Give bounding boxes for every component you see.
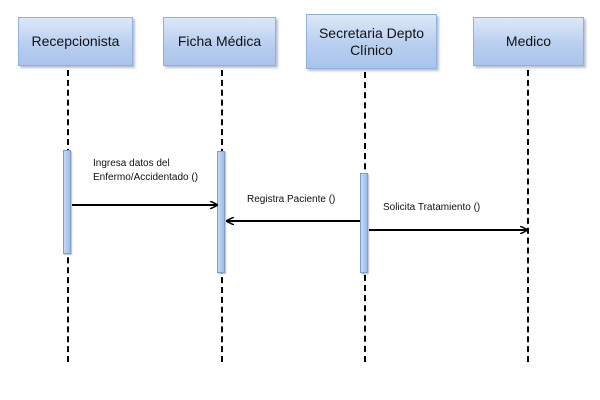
message-solicita-label: Solicita Tratamiento ()	[383, 202, 481, 213]
message-registra-label: Registra Paciente ()	[247, 194, 336, 205]
message-registra-paciente: Registra Paciente ()	[247, 193, 335, 207]
participant-recepcionista-label: Recepcionista	[31, 33, 120, 49]
message-solicita-tratamiento: Solicita Tratamiento ()	[383, 201, 480, 215]
participant-secretaria: Secretaria Depto Clínico	[306, 14, 437, 69]
participant-ficha-medica-label: Ficha Médica	[177, 33, 262, 49]
message-ingresa-line1: Ingresa datos del	[93, 158, 170, 169]
participant-recepcionista: Recepcionista	[18, 17, 133, 66]
participant-ficha-medica: Ficha Médica	[163, 17, 276, 66]
activation-ficha-medica	[217, 151, 225, 273]
message-ingresa-line2: Enfermo/Accidentado ()	[93, 172, 199, 183]
participant-secretaria-label: Secretaria Depto Clínico	[318, 24, 425, 58]
activation-recepcionista	[63, 150, 71, 254]
lifeline-medico	[527, 70, 529, 362]
message-ingresa-datos: Ingresa datos del Enfermo/Accidentado ()	[93, 157, 198, 185]
participant-medico-label: Medico	[505, 33, 552, 49]
activation-secretaria	[360, 173, 368, 273]
participant-medico: Medico	[473, 17, 584, 66]
